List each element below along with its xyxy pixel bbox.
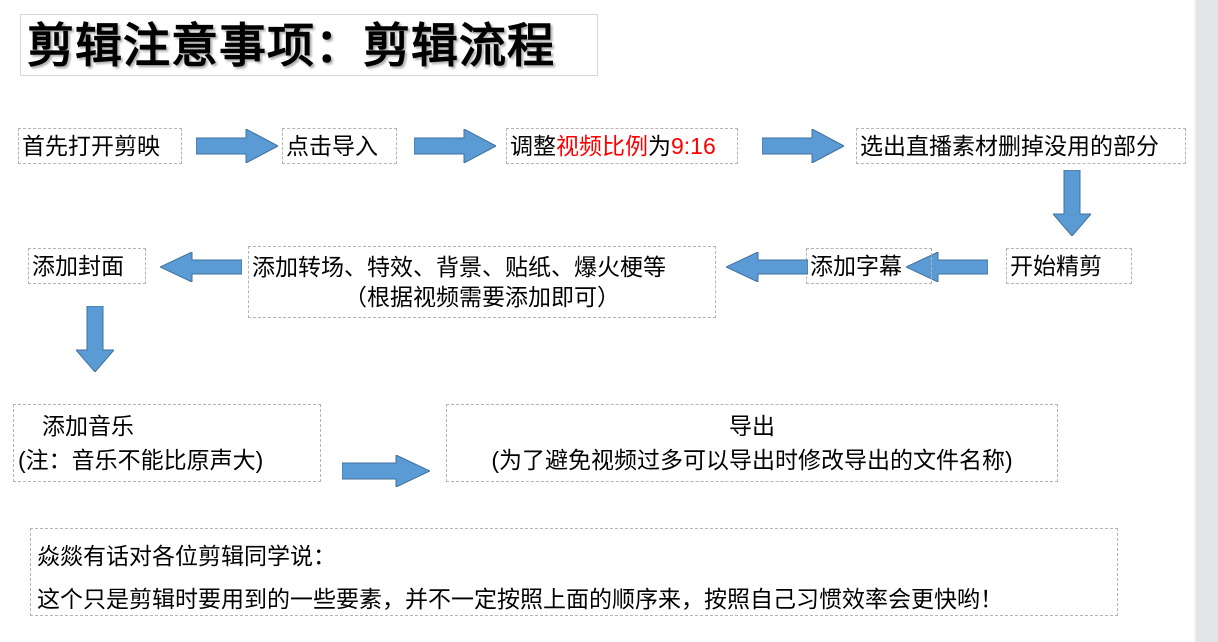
footer-note-line-1: 焱燚有话对各位剪辑同学说： xyxy=(37,543,336,569)
aspect-ratio-text-2: 视频比例 xyxy=(556,132,648,159)
arrow-right-icon-2 xyxy=(414,129,496,163)
footer-note: 焱燚有话对各位剪辑同学说： 这个只是剪辑时要用到的一些要素，并不一定按照上面的顺… xyxy=(30,528,1118,616)
flow-node-export: 导出 (为了避免视频过多可以导出时修改导出的文件名称) xyxy=(446,404,1058,482)
flow-node-effects: 添加转场、特效、背景、贴纸、爆火梗等 （根据视频需要添加即可） xyxy=(248,246,716,318)
flow-node-music: 添加音乐 (注：音乐不能比原声大) xyxy=(13,404,321,482)
arrow-down-icon-2 xyxy=(76,306,114,372)
flow-node-effects-label-2: （根据视频需要添加即可） xyxy=(344,284,620,310)
flow-node-subtitles: 添加字幕 xyxy=(806,248,932,284)
aspect-ratio-text-4: 9:16 xyxy=(671,132,716,159)
flow-node-cover-label: 添加封面 xyxy=(32,252,124,279)
flow-node-export-label-1: 导出 xyxy=(729,412,775,439)
arrow-down-icon xyxy=(1053,170,1091,236)
arrow-right-icon xyxy=(196,129,278,163)
flow-node-open-jianying-label: 首先打开剪映 xyxy=(22,132,160,159)
viewer-edge-strip xyxy=(1196,0,1218,642)
page-title-text: 剪辑注意事项：剪辑流程 xyxy=(27,18,555,72)
flow-node-import-label: 点击导入 xyxy=(286,132,378,159)
flow-node-aspect-ratio-label: 调整视频比例为9:16 xyxy=(510,131,734,161)
arrow-left-icon xyxy=(906,252,988,282)
flow-node-cover: 添加封面 xyxy=(28,248,146,284)
footer-note-line-2: 这个只是剪辑时要用到的一些要素，并不一定按照上面的顺序来，按照自己习惯效率会更快… xyxy=(37,585,1003,612)
arrow-right-icon-3 xyxy=(762,129,844,163)
flow-node-aspect-ratio: 调整视频比例为9:16 xyxy=(506,128,738,164)
arrow-right-icon-4 xyxy=(342,455,430,487)
aspect-ratio-text-1: 调整 xyxy=(510,132,556,159)
flow-node-effects-label-1: 添加转场、特效、背景、贴纸、爆火梗等 xyxy=(252,253,666,280)
viewer-edge-highlight xyxy=(1194,0,1196,642)
flow-node-subtitles-label: 添加字幕 xyxy=(810,252,902,279)
flow-node-music-label-1: 添加音乐 xyxy=(42,412,134,439)
flow-node-export-label-2: (为了避免视频过多可以导出时修改导出的文件名称) xyxy=(491,446,1013,473)
arrow-left-icon-3 xyxy=(160,252,242,282)
flow-node-import: 点击导入 xyxy=(282,128,397,164)
flow-node-music-label-2: (注：音乐不能比原声大) xyxy=(18,446,264,473)
flow-node-fine-cut-label: 开始精剪 xyxy=(1010,252,1102,279)
flow-node-select-footage: 选出直播素材删掉没用的部分 xyxy=(856,128,1186,164)
page-title: 剪辑注意事项：剪辑流程 xyxy=(20,14,598,76)
flow-node-fine-cut: 开始精剪 xyxy=(1006,248,1132,284)
aspect-ratio-text-3: 为 xyxy=(648,132,671,159)
arrow-left-icon-2 xyxy=(726,252,808,282)
flow-node-open-jianying: 首先打开剪映 xyxy=(18,128,182,164)
flow-node-select-footage-label: 选出直播素材删掉没用的部分 xyxy=(860,132,1159,159)
